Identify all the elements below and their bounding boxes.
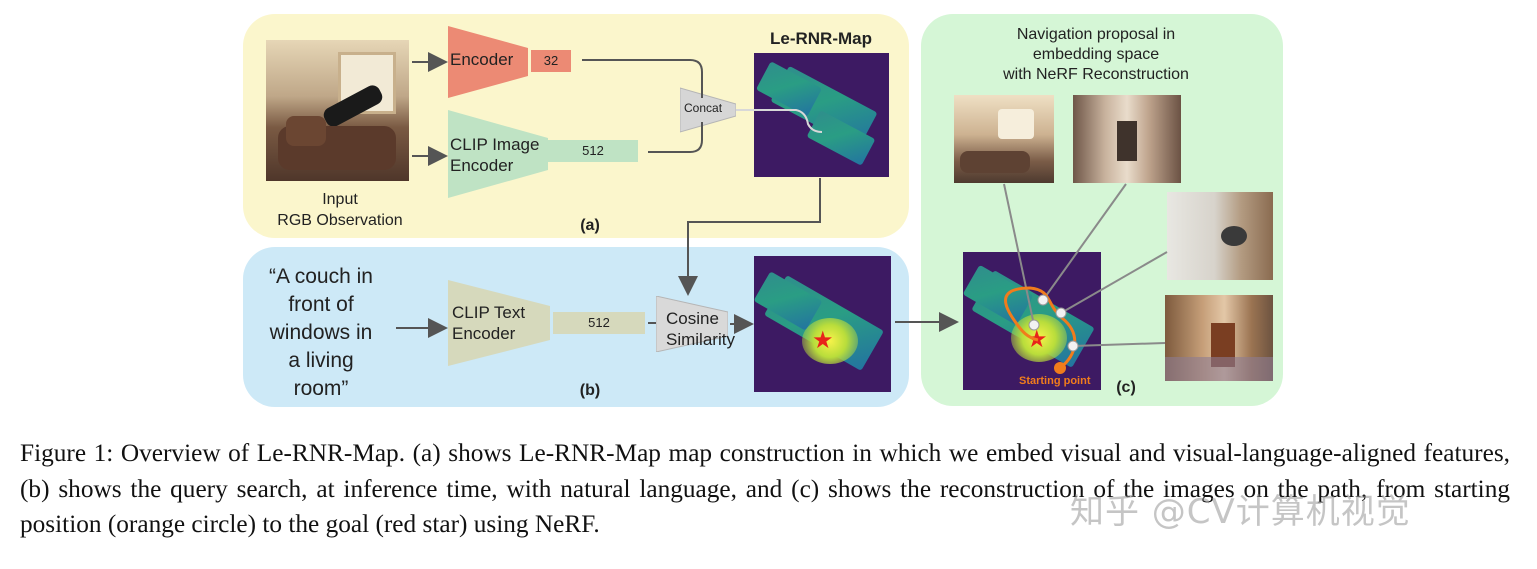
clip-image-line1: CLIP Image — [450, 135, 540, 154]
query-line: front of — [288, 293, 354, 316]
reconstructed-view-3 — [1167, 192, 1273, 280]
input-label-line1: Input — [322, 191, 358, 208]
clip-image-encoder-block: CLIP Image Encoder — [448, 110, 548, 198]
concat-block: Concat — [680, 82, 736, 138]
cosine-line1: Cosine — [666, 309, 719, 328]
red-star-icon: ★ — [812, 327, 834, 354]
encoder-feature-32: 32 — [531, 50, 571, 72]
watermark: 知乎 @CV计算机视觉 — [1070, 492, 1411, 532]
query-line: a living — [288, 349, 354, 372]
panel-c-title-line2: embedding space — [1032, 46, 1160, 63]
encoder-label: Encoder — [450, 50, 514, 69]
encoder-shape — [448, 26, 528, 98]
clip-image-feature-512: 512 — [548, 140, 638, 162]
le-rnr-map — [754, 53, 889, 177]
cosine-line2: Similarity — [666, 330, 735, 349]
clip-image-encoder-shape — [448, 110, 548, 198]
panel-a-tag: (a) — [580, 217, 600, 234]
le-rnr-map-title: Le-RNR-Map — [770, 29, 872, 48]
query-line: “A couch in — [269, 265, 373, 288]
concat-label: Concat — [684, 101, 723, 115]
query-line: windows in — [269, 321, 373, 344]
cosine-similarity-block: Cosine Similarity — [656, 296, 735, 352]
panel-c-title-line1: Navigation proposal in — [1016, 26, 1176, 43]
clip-text-line1: CLIP Text — [452, 303, 526, 322]
figure-caption: Figure 1: Overview of Le-RNR-Map. (a) sh… — [20, 439, 1510, 538]
clip-image-line2: Encoder — [450, 156, 514, 175]
reconstructed-view-4 — [1165, 295, 1273, 381]
starting-point-label: Starting point — [1019, 375, 1091, 387]
reconstructed-view-2 — [1073, 95, 1181, 183]
cosine-similarity-label: Cosine Similarity — [666, 308, 735, 350]
red-star-icon: ★ — [1026, 326, 1048, 353]
clip-text-feature-512: 512 — [553, 312, 645, 334]
encoder-block: Encoder — [448, 26, 528, 98]
query-text: “A couch in front of windows in a living… — [248, 263, 394, 403]
clip-text-encoder-label: CLIP Text Encoder — [452, 302, 525, 344]
input-label-line2: RGB Observation — [277, 212, 403, 229]
panel-b-tag: (b) — [579, 382, 601, 399]
similarity-hotspot — [802, 318, 858, 364]
clip-image-encoder-label: CLIP Image Encoder — [450, 134, 539, 176]
input-rgb-image — [266, 40, 409, 181]
panel-c-title: Navigation proposal in embedding space w… — [960, 25, 1232, 85]
cosine-similarity-shape — [656, 296, 728, 352]
query-line: room” — [293, 377, 349, 400]
panel-c-tag: (c) — [1116, 379, 1136, 396]
reconstructed-view-1 — [954, 95, 1054, 183]
clip-text-encoder-block: CLIP Text Encoder — [448, 280, 550, 366]
concat-shape — [680, 87, 736, 133]
input-label: Input RGB Observation — [250, 189, 430, 231]
clip-text-line2: Encoder — [452, 324, 516, 343]
similarity-map: ★ — [754, 256, 891, 392]
panel-c-title-line3: with NeRF Reconstruction — [1003, 66, 1189, 83]
navigation-map: ★ Starting point — [963, 252, 1101, 390]
clip-text-encoder-shape — [448, 280, 550, 366]
